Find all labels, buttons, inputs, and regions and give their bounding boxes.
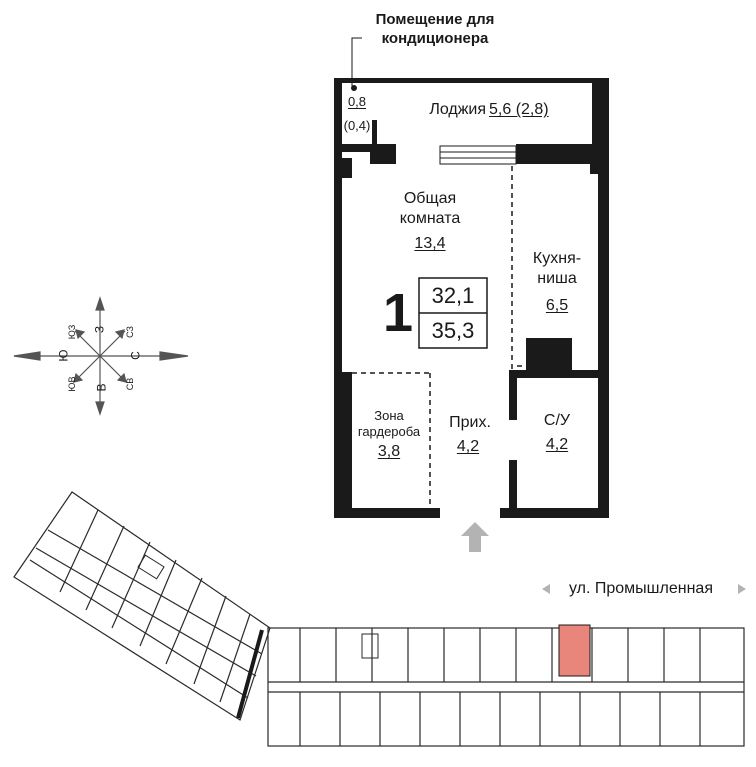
compass-north-letter: С (128, 351, 143, 360)
kitchen-label: Кухня-ниша (532, 250, 582, 287)
highlighted-apartment (558, 624, 591, 677)
rooms-count: 1 (382, 283, 414, 343)
ac-room-area-reduced: (0,4) (343, 118, 371, 133)
compass-south-letter: Ю (56, 349, 71, 362)
compass-icon (13, 296, 189, 416)
compass-se-letter: ЮВ (67, 376, 77, 392)
stair-icon (361, 633, 379, 659)
bathroom-label: С/У (543, 412, 571, 429)
compass-ne-letter: СВ (125, 377, 135, 391)
compass-east-letter: В (94, 383, 109, 392)
kitchen-area: 6,5 (545, 297, 569, 314)
site-plan (13, 491, 745, 747)
ac-room-caption: Помещение для кондиционера (375, 11, 495, 47)
living-room-area: 13,4 (414, 235, 446, 252)
entrance-arrow-icon (461, 522, 489, 552)
area-badge-frame (418, 277, 488, 349)
compass-sw-letter: ЮЗ (67, 324, 77, 340)
loggia-area: 5,6 (2,8) (489, 101, 549, 118)
ac-pointer-line (351, 37, 362, 86)
wardrobe-label: Зона гардероба (357, 408, 421, 439)
total-area: 35,3 (431, 318, 475, 343)
loggia-label: Лоджия (429, 101, 486, 118)
bathroom-area: 4,2 (545, 436, 569, 453)
wardrobe-area: 3,8 (377, 443, 401, 460)
compass-north-west-letter: З (92, 325, 107, 334)
loggia-window (439, 145, 517, 165)
ac-pointer-dot (351, 85, 357, 91)
ac-room-area: 0,8 (347, 94, 367, 109)
street-left-arrow-icon (542, 584, 550, 594)
compass-nw-letter: СЗ (125, 326, 135, 338)
street-right-arrow-icon (738, 584, 746, 594)
living-room-label: Общая комната (399, 190, 461, 227)
hall-area: 4,2 (456, 438, 480, 455)
hall-label: Прих. (449, 414, 491, 431)
living-area-total: 32,1 (431, 283, 475, 308)
street-label: ул. Промышленная (569, 580, 713, 597)
